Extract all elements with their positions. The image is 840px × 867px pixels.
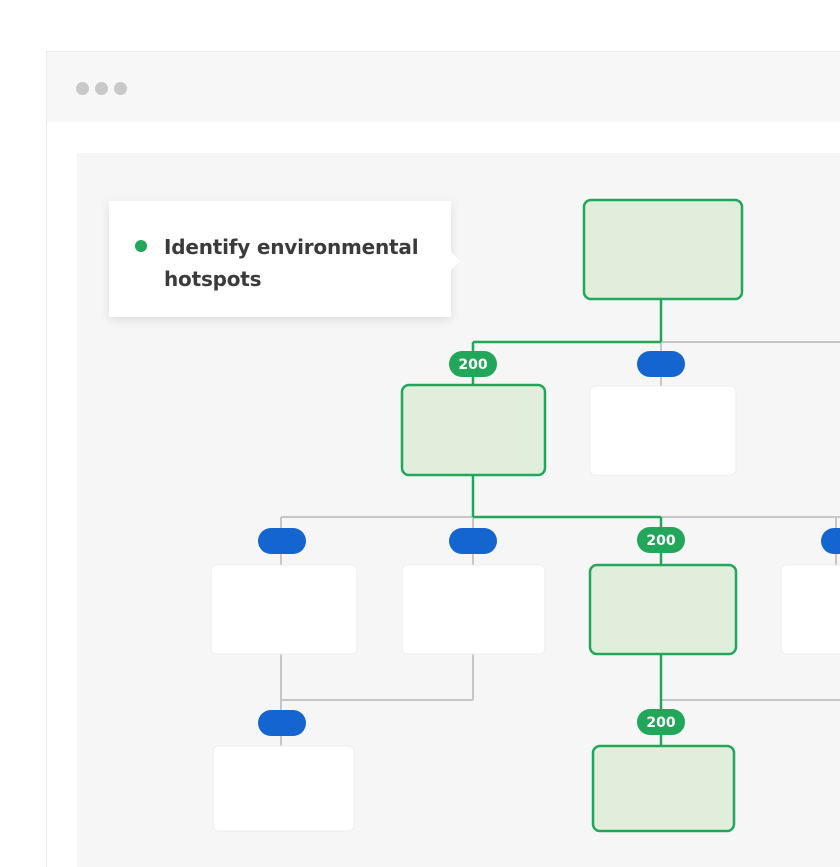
node-level3-b [591,744,736,833]
node-level2-d [780,564,840,655]
badge-pill [637,709,685,735]
window-control-dot[interactable] [95,82,108,95]
badge-pill [449,528,497,554]
node-level1-b [589,385,737,476]
window-titlebar [47,52,840,122]
window-control-dot[interactable] [114,82,127,95]
node-level2-b [401,564,546,655]
badge-pill [637,351,685,377]
badge-label: 200 [646,533,675,549]
node-root [582,198,744,301]
node-level2-a [210,564,358,655]
badge-pill [258,528,306,554]
node-level2-c [588,563,738,656]
window-control-dot[interactable] [76,82,89,95]
badge-pill [821,528,840,554]
badge-label: 200 [646,715,675,731]
node-level1-a [400,383,547,477]
badge-pill [258,710,306,736]
badge-pill [449,351,497,377]
badge-label: 200 [458,357,487,373]
node-level3-a [212,745,355,832]
step-callout: Identify environmental hotspots [109,201,460,317]
status-dot-icon [135,240,147,252]
callout-text: Identify environmental hotspots [164,235,419,291]
badge-pill [637,527,685,553]
